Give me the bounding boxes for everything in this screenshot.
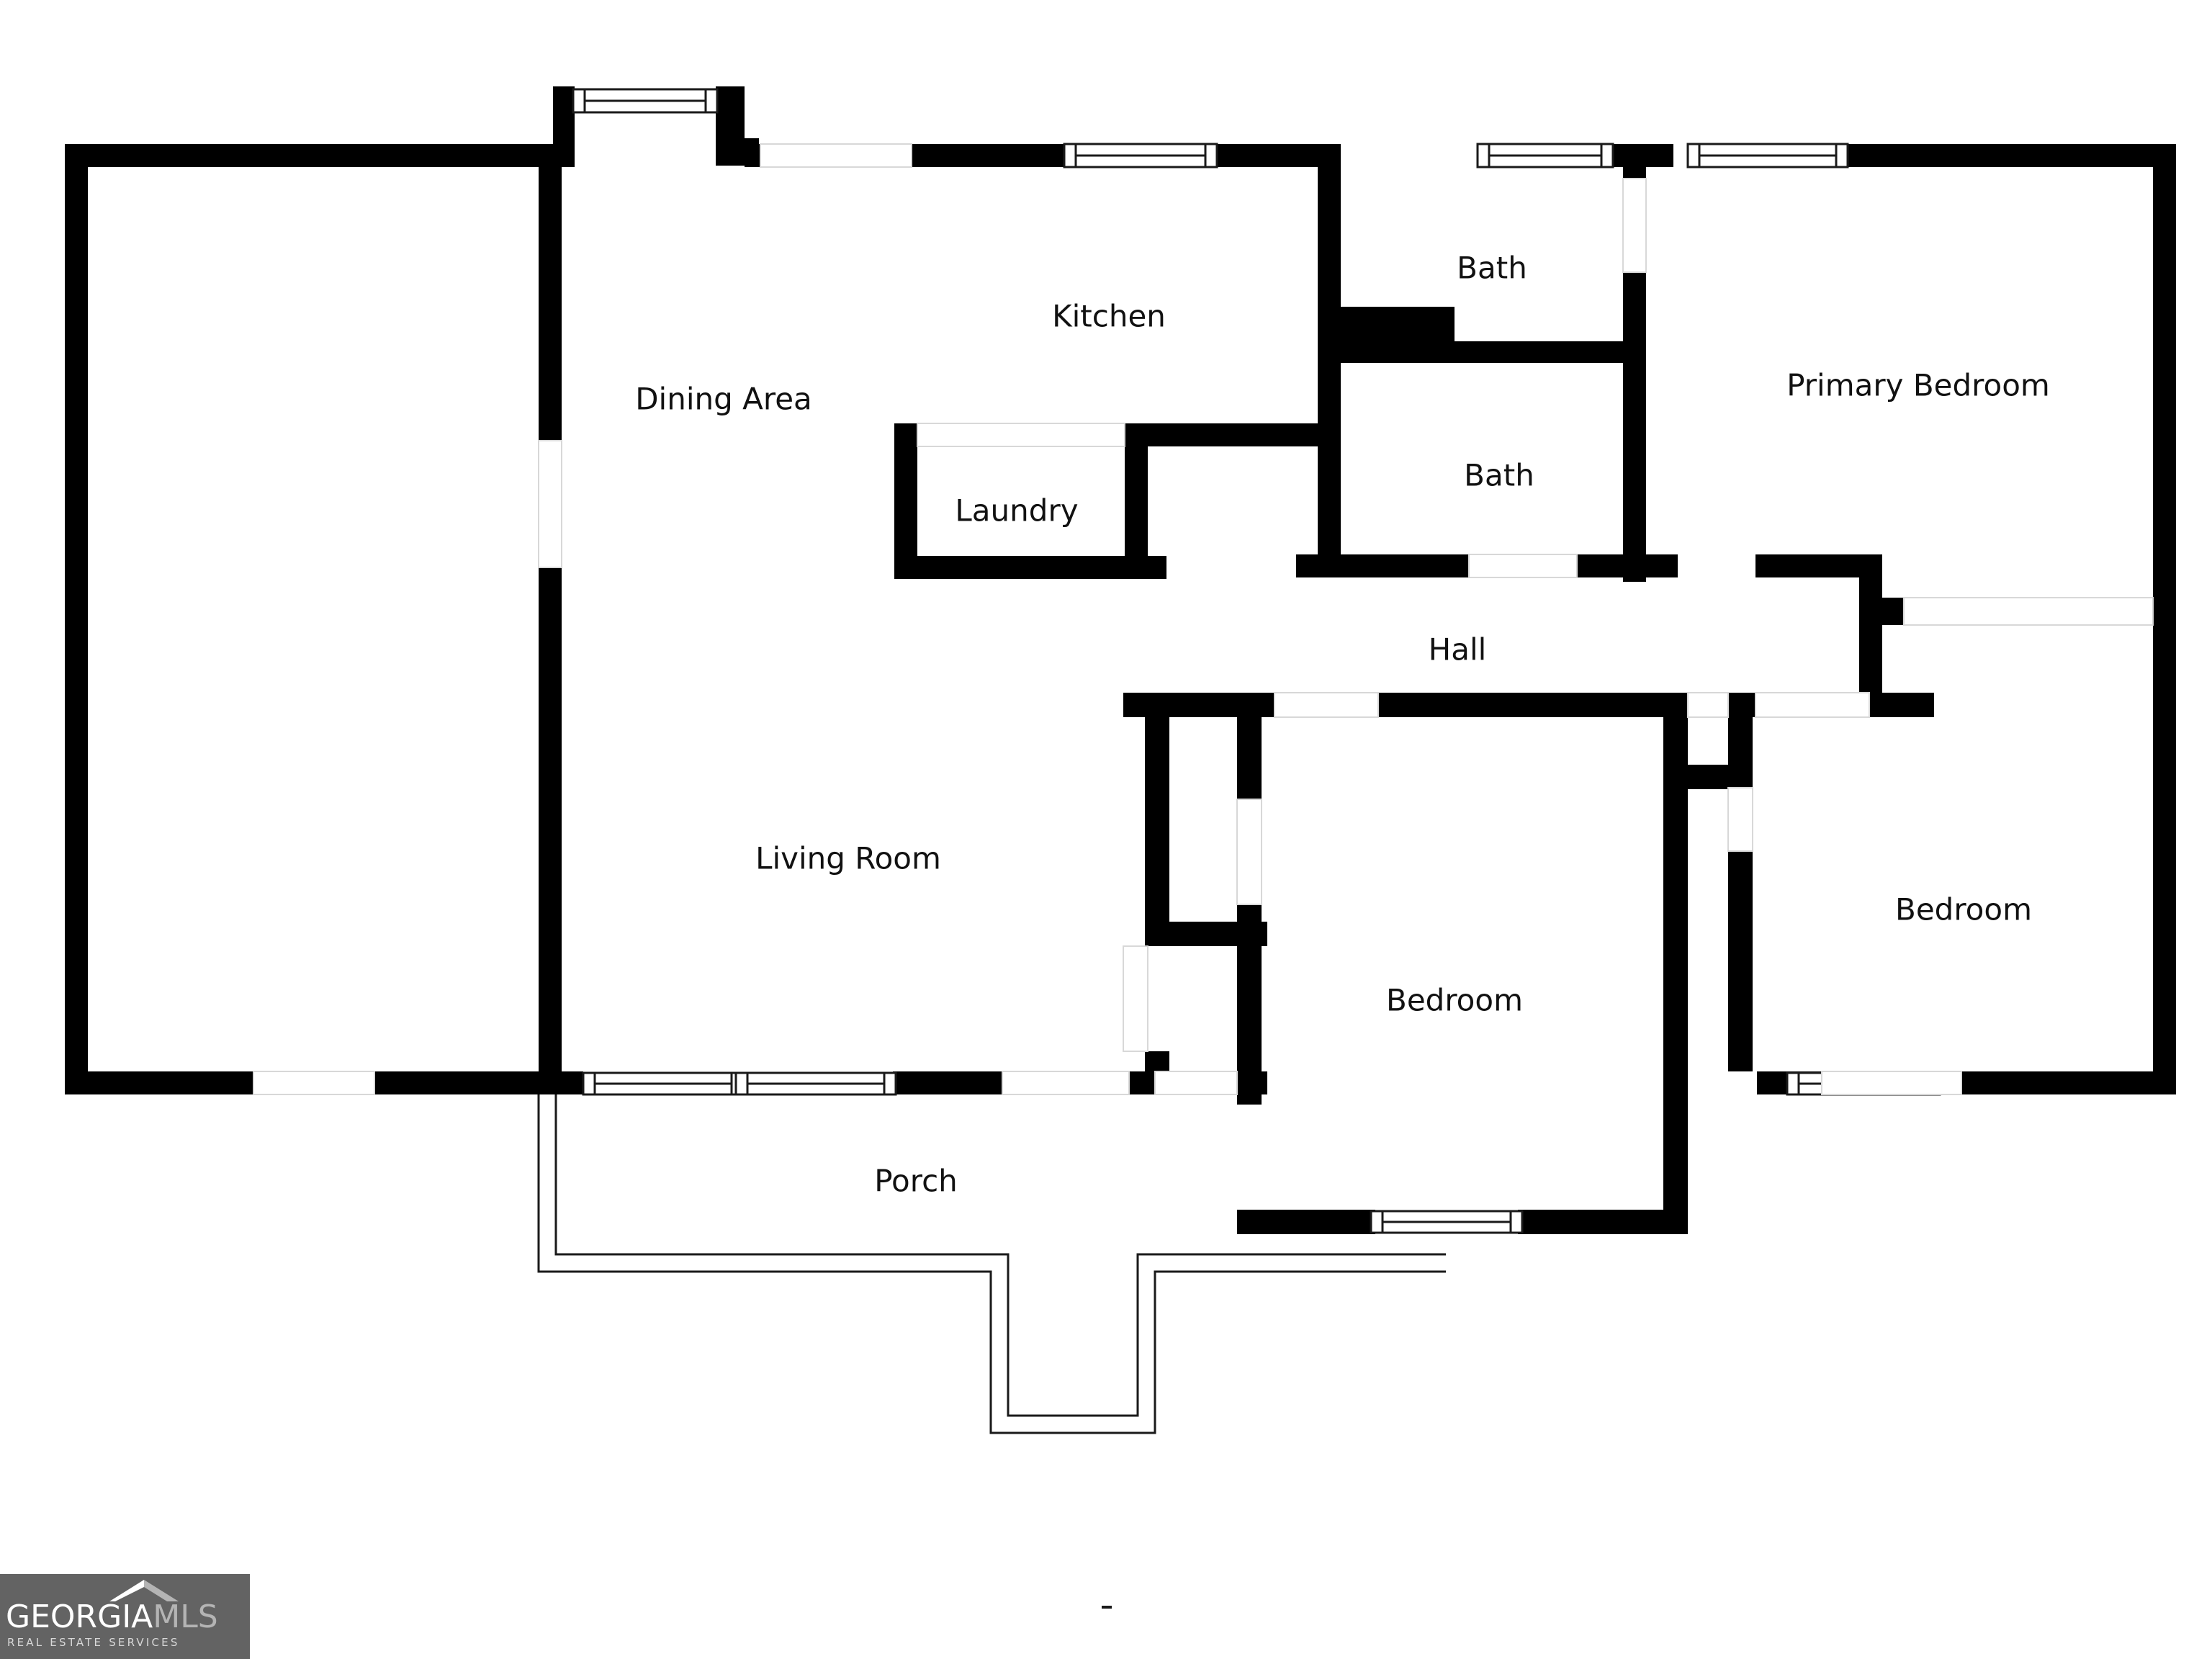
room-label-porch: Porch bbox=[874, 1164, 958, 1199]
wall-bath-lower-bottom-b bbox=[1577, 554, 1678, 577]
wall-exterior-bottom-left-a bbox=[65, 1071, 253, 1094]
logo-text-mls: MLS bbox=[153, 1599, 218, 1635]
wall-bath-upper-right-top bbox=[1623, 144, 1646, 179]
room-labels-layer: Dining Area Kitchen Bath Bath Primary Be… bbox=[635, 251, 2050, 1199]
wall-bath-lower-bottom-a bbox=[1296, 554, 1469, 577]
opening-right-bed-closet bbox=[1727, 787, 1753, 852]
room-label-living-room: Living Room bbox=[755, 841, 941, 876]
window-kitchen-top bbox=[1063, 143, 1218, 168]
room-label-laundry: Laundry bbox=[955, 493, 1078, 529]
window-bath-upper-top bbox=[1476, 143, 1614, 168]
wall-primary-closet-top bbox=[1757, 554, 1876, 577]
room-label-bath-upper: Bath bbox=[1457, 251, 1527, 286]
wall-bath-upper-right-bot bbox=[1623, 272, 1646, 582]
openings-layer bbox=[253, 143, 2154, 1095]
wall-laundry-bottom bbox=[894, 556, 1166, 579]
opening-hall-to-center-bed bbox=[1274, 692, 1379, 718]
opening-living-to-hall bbox=[1002, 1071, 1130, 1095]
opening-center-bed-closet-b bbox=[1123, 945, 1148, 1052]
walls-layer bbox=[65, 86, 2176, 1234]
wall-right-closet-nib bbox=[1859, 598, 1904, 625]
logo-tagline: REAL ESTATE SERVICES bbox=[7, 1636, 180, 1649]
wall-right-closet-right bbox=[1859, 554, 1882, 698]
roof-icon bbox=[109, 1580, 179, 1601]
opening-dining-kitchen bbox=[760, 143, 912, 168]
wall-exterior-left bbox=[65, 144, 88, 1094]
wall-right-bed-left-b bbox=[1728, 851, 1753, 1071]
opening-right-bed-to-hall bbox=[1821, 1071, 1962, 1095]
wall-laundry-left bbox=[894, 423, 917, 579]
room-label-bedroom-center: Bedroom bbox=[1386, 983, 1523, 1018]
wall-exterior-right bbox=[2153, 144, 2176, 1094]
opening-dining-living bbox=[538, 440, 562, 568]
wall-closet-living-mid bbox=[1145, 922, 1267, 946]
porch-outline bbox=[537, 1094, 1446, 1434]
wall-center-bed-bottom-b bbox=[1518, 1210, 1688, 1234]
opening-primary-closet-door bbox=[1903, 597, 2154, 626]
opening-center-bed-closet-a bbox=[1236, 799, 1262, 905]
room-label-kitchen: Kitchen bbox=[1052, 299, 1166, 334]
wall-dining-living-lower bbox=[539, 567, 562, 1094]
porch-outline-outer bbox=[537, 1094, 1446, 1434]
window-living-room-bottom-right bbox=[734, 1071, 897, 1096]
room-label-bedroom-right: Bedroom bbox=[1895, 892, 2032, 927]
wall-dining-living-upper bbox=[539, 144, 562, 441]
wall-closet-living-lowleft bbox=[1145, 1051, 1169, 1073]
footer-center-mark bbox=[1102, 1606, 1112, 1609]
wall-hall-bottom-seg-b bbox=[1378, 693, 1671, 717]
opening-hall-primary-door bbox=[1755, 692, 1870, 718]
wall-center-bed-bottom-a bbox=[1237, 1210, 1375, 1234]
logo-wordmark: GEORGIAMLS bbox=[6, 1599, 250, 1635]
opening-front-entry bbox=[253, 1071, 375, 1095]
wall-exterior-top-kitchen-a bbox=[745, 144, 760, 167]
wall-living-hall-nib bbox=[1123, 693, 1148, 717]
window-dining-bumpout bbox=[572, 88, 719, 114]
wall-exterior-bottom-right-b bbox=[1961, 1071, 2176, 1094]
opening-bath-upper-door bbox=[1622, 178, 1647, 273]
opening-bath-lower-door bbox=[1468, 554, 1578, 578]
wall-right-bed-closet-divider bbox=[1663, 765, 1753, 789]
opening-hall-to-right-bed bbox=[1687, 692, 1729, 718]
windows-layer bbox=[572, 88, 1941, 1234]
window-center-bedroom-bottom bbox=[1370, 1210, 1524, 1234]
opening-laundry-door bbox=[917, 423, 1125, 447]
wall-exterior-bottom-living bbox=[893, 1071, 1002, 1094]
wall-kitchen-laundry-divider bbox=[1125, 423, 1148, 579]
fixture-vanity-block bbox=[1318, 307, 1455, 341]
room-label-primary-bedroom: Primary Bedroom bbox=[1786, 368, 2050, 403]
wall-exterior-top-primary bbox=[1848, 144, 2176, 167]
opening-porch-door bbox=[1154, 1071, 1238, 1095]
window-living-room-bottom-left bbox=[582, 1071, 745, 1096]
wall-center-bed-left-a bbox=[1237, 693, 1262, 799]
window-primary-bedroom-top bbox=[1686, 143, 1849, 168]
room-label-bath-lower: Bath bbox=[1464, 458, 1534, 493]
logo-text-georgia: GEORGIA bbox=[6, 1599, 153, 1635]
wall-closet-living-left bbox=[1145, 693, 1169, 946]
wall-exterior-top-left bbox=[65, 144, 575, 167]
wall-between-baths bbox=[1318, 341, 1635, 363]
room-label-hall: Hall bbox=[1429, 632, 1487, 667]
georgia-mls-logo: GEORGIAMLS REAL ESTATE SERVICES bbox=[0, 1574, 250, 1659]
porch-outline-inner bbox=[554, 1094, 1446, 1417]
room-label-dining-area: Dining Area bbox=[635, 382, 812, 417]
